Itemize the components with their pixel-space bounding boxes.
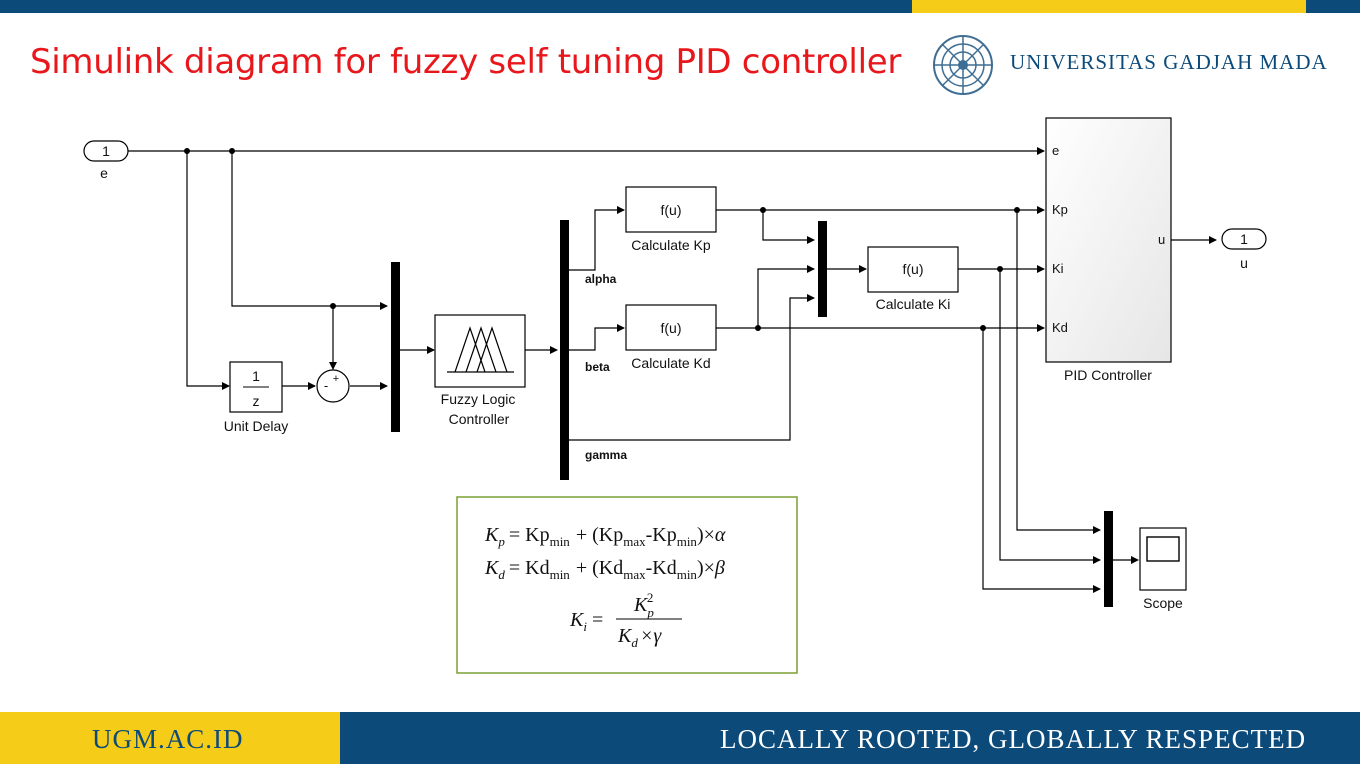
- svg-text:Ki=: Ki=: [569, 609, 603, 634]
- mux-1[interactable]: [391, 262, 400, 432]
- equation-kp: Kp= Kpmin+ (Kpmax-Kpmin)×α: [484, 524, 726, 549]
- pid-input-e: e: [1052, 143, 1059, 158]
- equation-kd: Kd= Kdmin+ (Kdmax-Kdmin)×β: [484, 557, 725, 582]
- svg-text:1: 1: [102, 143, 110, 159]
- inport-e[interactable]: 1: [83, 140, 129, 162]
- calculate-kp-block[interactable]: f(u): [625, 186, 717, 233]
- scope-label: Scope: [1143, 595, 1183, 611]
- footer-bar-yellow: [0, 712, 340, 764]
- unit-delay-label: Unit Delay: [224, 418, 289, 434]
- pid-input-kp: Kp: [1052, 202, 1068, 217]
- scope-block[interactable]: [1139, 527, 1187, 591]
- university-name: UNIVERSITAS GADJAH MADA: [1010, 50, 1328, 74]
- svg-text:-: -: [324, 378, 328, 393]
- demux-label-beta: beta: [585, 360, 610, 374]
- svg-text:1: 1: [1240, 231, 1248, 247]
- unit-delay-block[interactable]: 1 z: [229, 361, 283, 413]
- calculate-kd-block[interactable]: f(u): [625, 304, 717, 351]
- fuzzy-logic-controller-block[interactable]: [434, 314, 526, 388]
- svg-text:Kd= Kdmin+ (Kdmax-Kdmin)×β: Kd= Kdmin+ (Kdmax-Kdmin)×β: [484, 557, 725, 582]
- flc-label-1: Fuzzy Logic: [441, 391, 516, 407]
- svg-text:f(u): f(u): [903, 261, 924, 277]
- demux-label-gamma: gamma: [585, 448, 627, 462]
- ugm-seal-icon: [933, 35, 993, 95]
- pid-controller-label: PID Controller: [1064, 367, 1152, 383]
- svg-text:Kp= Kpmin+ (Kpmax-Kpmin)×α: Kp= Kpmin+ (Kpmax-Kpmin)×α: [484, 524, 726, 549]
- calculate-ki-block[interactable]: f(u): [867, 246, 959, 293]
- sum-block[interactable]: - +: [316, 369, 350, 403]
- slide-title: Simulink diagram for fuzzy self tuning P…: [30, 42, 902, 82]
- demux-label-alpha: alpha: [585, 272, 617, 286]
- footer-bar-blue: [340, 712, 1360, 764]
- footer-website[interactable]: UGM.AC.ID: [92, 724, 244, 754]
- svg-text:Kd×γ: Kd×γ: [617, 625, 662, 650]
- svg-text:f(u): f(u): [661, 202, 682, 218]
- outport-label: u: [1240, 255, 1248, 271]
- pid-input-kd: Kd: [1052, 320, 1068, 335]
- equation-box: [456, 496, 798, 674]
- equation-ki: Ki= Kp2 Kd×γ: [569, 590, 682, 650]
- pid-controller-block[interactable]: e Kp Ki Kd u: [1045, 117, 1172, 363]
- demux[interactable]: [560, 220, 569, 480]
- footer-tagline: LOCALLY ROOTED, GLOBALLY RESPECTED: [720, 724, 1307, 754]
- outport-u[interactable]: 1: [1221, 228, 1267, 250]
- calculate-ki-label: Calculate Ki: [876, 296, 951, 312]
- pid-output-u: u: [1158, 232, 1165, 247]
- svg-text:+: +: [333, 373, 339, 385]
- svg-text:Kp2: Kp2: [633, 590, 654, 620]
- svg-text:z: z: [253, 393, 260, 409]
- svg-text:f(u): f(u): [661, 320, 682, 336]
- top-bar-yellow: [912, 0, 1306, 13]
- junction-dots: [184, 148, 1020, 331]
- inport-label: e: [100, 165, 108, 181]
- calculate-kd-label: Calculate Kd: [631, 355, 710, 371]
- pid-input-ki: Ki: [1052, 261, 1064, 276]
- calculate-kp-label: Calculate Kp: [631, 237, 711, 253]
- mux-2[interactable]: [818, 221, 827, 317]
- svg-text:1: 1: [252, 368, 260, 384]
- mux-3[interactable]: [1104, 511, 1113, 607]
- flc-label-2: Controller: [449, 411, 510, 427]
